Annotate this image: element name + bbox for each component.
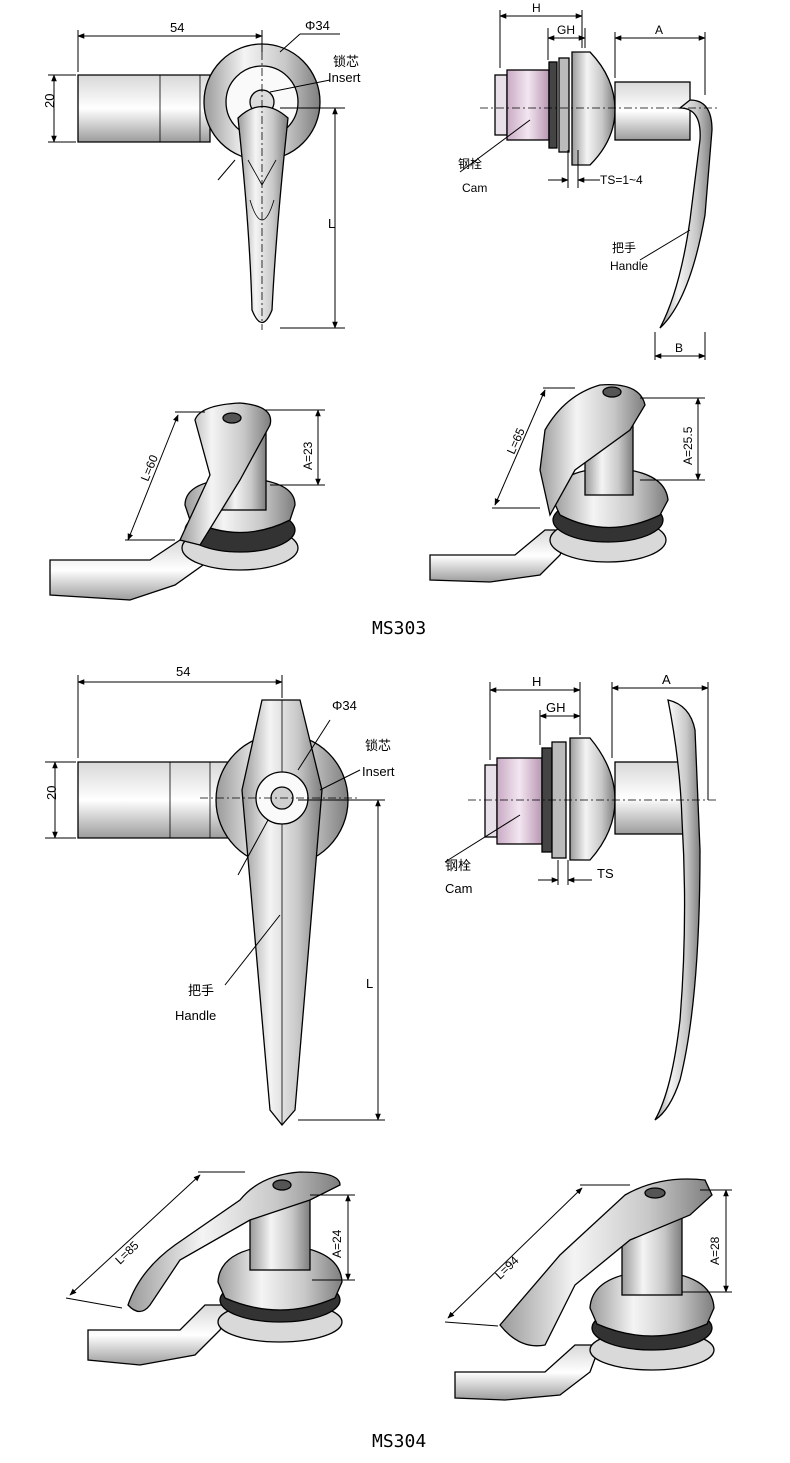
ms303-front-width-label: 54 (170, 20, 184, 35)
ms303-side-a-label: A (655, 23, 663, 37)
ms304-front-length-label: L (366, 976, 373, 991)
ms304-iso-left-a-label: A=24 (330, 1229, 344, 1258)
ms304-front-handle-cn-label: 把手 (188, 983, 214, 998)
ms303-side-handle-en-label: Handle (610, 259, 648, 273)
ms304-side-h-label: H (532, 674, 541, 689)
ms303-side-view (459, 10, 720, 360)
ms303-iso-right-view (429, 384, 705, 583)
ms304-caption: MS304 (372, 1431, 426, 1452)
ms304-iso-right-a-label: A=28 (708, 1236, 722, 1265)
ms303-front-insert-en-label: Insert (328, 70, 361, 85)
ms303-iso-left-l-label: L=60 (138, 453, 161, 484)
ms303-caption: MS303 (372, 618, 426, 639)
ms303-iso-right-l-label: L=65 (504, 426, 528, 457)
ms303-iso-right-a-label: A=25.5 (681, 426, 695, 465)
ms304-iso-right-view (444, 1178, 732, 1401)
ms304-front-width-label: 54 (176, 664, 190, 679)
ms304-side-cam-en-label: Cam (445, 881, 472, 896)
ms303-side-handle-cn-label: 把手 (612, 241, 636, 255)
ms303-side-cam-en-label: Cam (462, 181, 487, 195)
ms303-front-diameter-label: Φ34 (305, 18, 330, 33)
ms304-front-view (45, 675, 385, 1127)
ms303-iso-left-a-label: A=23 (301, 441, 315, 470)
ms303-iso-left-view (49, 402, 325, 601)
ms304-front-diameter-label: Φ34 (332, 698, 357, 713)
ms304-front-height-label: 20 (44, 786, 59, 800)
ms303-side-gh-label: GH (557, 23, 575, 37)
ms303-side-ts-label: TS=1~4 (600, 173, 643, 187)
ms304-front-handle-en-label: Handle (175, 1008, 216, 1023)
ms304-iso-left-l-label: L=85 (112, 1238, 141, 1267)
ms303-front-view (48, 30, 345, 330)
ms304-iso-left-view (65, 1171, 355, 1366)
ms304-side-ts-label: TS (597, 866, 614, 881)
ms304-side-cam-cn-label: 钢栓 (445, 858, 471, 873)
ms303-front-length-label: L (328, 216, 335, 231)
ms303-front-insert-cn-label: 锁芯 (333, 54, 359, 69)
ms304-iso-right-l-label: L=94 (492, 1253, 521, 1282)
ms304-side-a-label: A (662, 672, 671, 687)
ms304-side-gh-label: GH (546, 700, 566, 715)
ms303-side-b-label: B (675, 341, 683, 355)
ms303-front-height-label: 20 (42, 94, 57, 108)
ms304-side-view (444, 682, 718, 1121)
ms304-front-insert-en-label: Insert (362, 764, 395, 779)
ms303-side-h-label: H (532, 1, 541, 15)
ms303-side-cam-cn-label: 钢栓 (458, 156, 482, 171)
ms304-front-insert-cn-label: 锁芯 (365, 738, 391, 753)
